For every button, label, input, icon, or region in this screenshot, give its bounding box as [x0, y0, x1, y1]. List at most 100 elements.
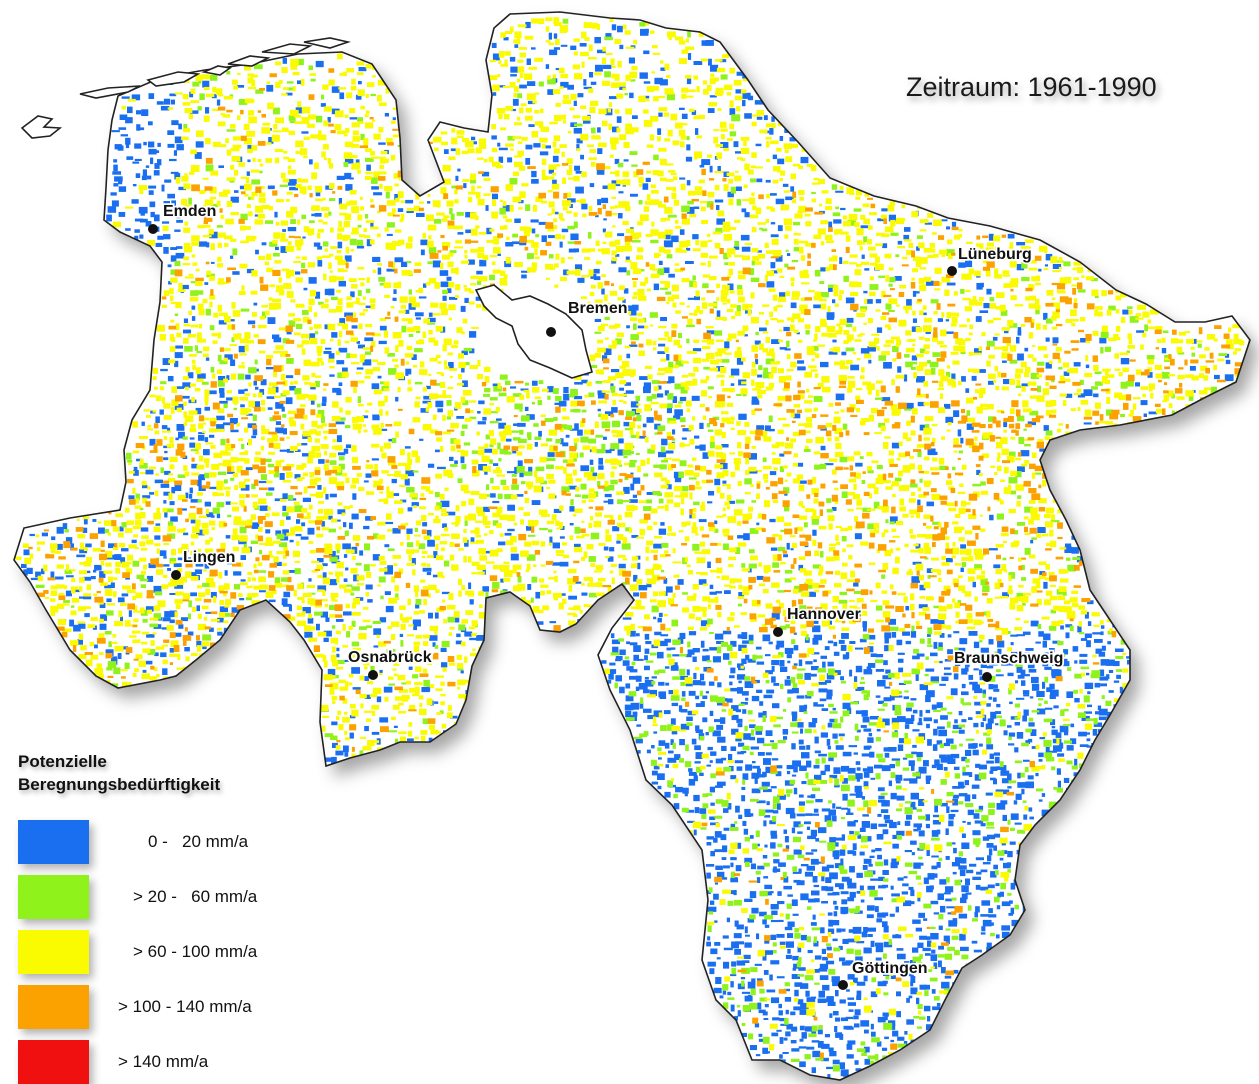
raster-patch — [736, 199, 742, 206]
raster-patch — [297, 219, 301, 225]
raster-patch — [324, 288, 330, 296]
raster-patch — [925, 668, 935, 672]
raster-patch — [749, 724, 756, 729]
raster-patch — [820, 927, 825, 934]
raster-patch — [1057, 640, 1064, 646]
raster-patch — [891, 1024, 896, 1030]
raster-patch — [1000, 309, 1008, 316]
raster-patch — [976, 871, 982, 875]
raster-patch — [776, 1029, 782, 1032]
raster-patch — [995, 883, 1000, 887]
raster-patch — [657, 747, 662, 752]
raster-patch — [583, 79, 587, 86]
raster-patch — [525, 115, 533, 121]
raster-patch — [618, 638, 625, 642]
raster-patch — [965, 892, 972, 895]
raster-patch — [834, 229, 843, 234]
raster-patch — [633, 645, 641, 652]
raster-patch — [349, 155, 358, 159]
raster-patch — [644, 200, 652, 205]
raster-patch — [251, 99, 255, 103]
raster-patch — [824, 646, 830, 651]
raster-patch — [729, 227, 737, 230]
raster-patch — [728, 660, 732, 665]
raster-patch — [125, 652, 130, 655]
raster-patch — [849, 830, 854, 835]
raster-patch — [209, 627, 214, 632]
raster-patch — [281, 93, 288, 96]
raster-patch — [647, 715, 655, 720]
raster-patch — [813, 177, 819, 181]
raster-patch — [120, 616, 123, 622]
raster-patch — [286, 329, 292, 335]
raster-patch — [759, 227, 763, 230]
raster-patch — [888, 780, 892, 787]
raster-patch — [1087, 621, 1092, 626]
raster-patch — [622, 87, 627, 91]
raster-patch — [124, 662, 130, 669]
raster-patch — [203, 556, 211, 561]
raster-patch — [833, 219, 842, 224]
raster-patch — [695, 190, 704, 195]
raster-patch — [1017, 829, 1026, 834]
raster-patch — [328, 79, 335, 86]
raster-patch — [723, 808, 729, 813]
raster-patch — [177, 474, 186, 478]
raster-patch — [810, 829, 817, 837]
raster-patch — [519, 409, 523, 412]
raster-patch — [329, 556, 338, 562]
raster-patch — [457, 135, 464, 139]
raster-patch — [624, 477, 629, 481]
raster-patch — [692, 275, 696, 280]
raster-patch — [1017, 330, 1022, 336]
raster-patch — [839, 869, 848, 874]
raster-patch — [756, 116, 763, 120]
raster-patch — [785, 941, 794, 948]
raster-patch — [128, 610, 132, 617]
raster-patch — [687, 200, 694, 205]
raster-patch — [671, 619, 679, 627]
raster-patch — [836, 806, 842, 809]
raster-patch — [688, 768, 693, 772]
raster-patch — [121, 96, 130, 99]
raster-patch — [980, 914, 989, 917]
raster-patch — [364, 543, 371, 551]
raster-patch — [379, 283, 387, 286]
raster-patch — [265, 220, 274, 224]
raster-patch — [267, 102, 275, 110]
raster-patch — [770, 960, 780, 965]
raster-patch — [552, 74, 556, 79]
raster-patch — [832, 980, 839, 987]
raster-patch — [623, 421, 630, 427]
raster-patch — [791, 711, 798, 716]
raster-patch — [1010, 716, 1018, 720]
raster-patch — [1008, 780, 1017, 784]
raster-patch — [815, 1057, 824, 1061]
raster-patch — [742, 709, 747, 714]
raster-patch — [610, 137, 619, 144]
raster-patch — [505, 143, 514, 147]
raster-patch — [136, 574, 145, 579]
raster-patch — [777, 166, 781, 173]
raster-patch — [384, 544, 390, 548]
raster-patch — [668, 361, 674, 369]
raster-patch — [563, 393, 570, 401]
raster-patch — [834, 778, 839, 786]
raster-patch — [223, 96, 233, 100]
raster-patch — [726, 917, 730, 923]
raster-patch — [286, 516, 291, 520]
raster-patch — [205, 611, 214, 614]
raster-patch — [736, 71, 746, 76]
raster-patch — [826, 695, 832, 700]
raster-patch — [336, 360, 345, 365]
raster-patch — [975, 857, 984, 861]
raster-patch — [841, 928, 846, 932]
raster-patch — [234, 169, 239, 176]
raster-patch — [475, 147, 482, 154]
raster-patch — [573, 396, 583, 400]
raster-patch — [952, 918, 958, 924]
raster-patch — [699, 735, 705, 741]
raster-patch — [344, 752, 349, 757]
raster-patch — [1044, 707, 1053, 710]
raster-patch — [881, 397, 891, 402]
